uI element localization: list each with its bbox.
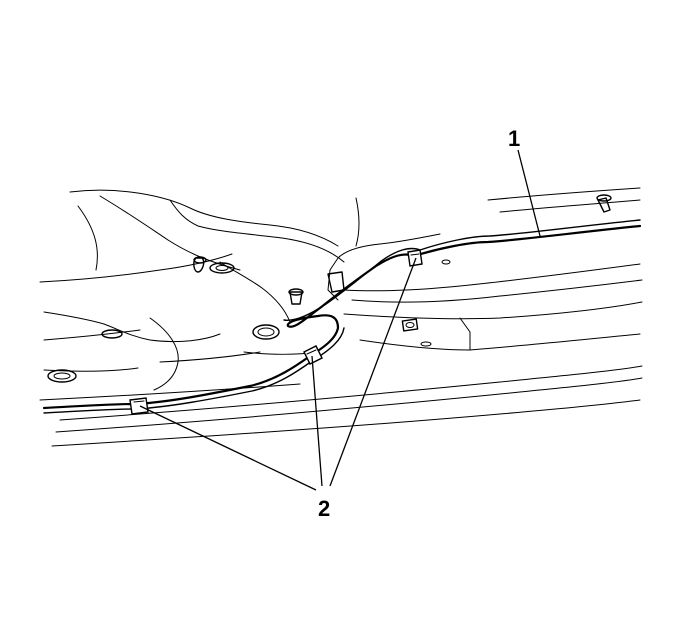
underbody-floor-pan xyxy=(39,187,643,447)
clip-left xyxy=(129,397,149,415)
leader-lines xyxy=(139,149,541,491)
leader-2b xyxy=(311,355,323,487)
stud-left xyxy=(193,256,207,273)
callout-1-brake-line: 1 xyxy=(508,126,520,151)
small-slot-right xyxy=(420,259,451,347)
callout-2-clips: 2 xyxy=(318,496,330,521)
fastener-features xyxy=(47,194,612,383)
stud-far-right xyxy=(596,194,612,213)
brake-line-clips xyxy=(129,249,423,415)
stud-center xyxy=(288,288,304,305)
brake-line xyxy=(42,219,642,414)
leader-2a xyxy=(139,405,317,491)
clip-middle xyxy=(303,345,323,365)
clip-right xyxy=(407,249,423,267)
nut-square-right xyxy=(401,318,419,332)
leader-1 xyxy=(517,149,541,237)
leader-2c xyxy=(329,257,417,487)
grommet-center xyxy=(252,324,280,340)
oval-hole-top-left xyxy=(209,262,235,274)
plug-lower-left xyxy=(47,369,77,383)
oval-hole-left xyxy=(101,329,123,339)
